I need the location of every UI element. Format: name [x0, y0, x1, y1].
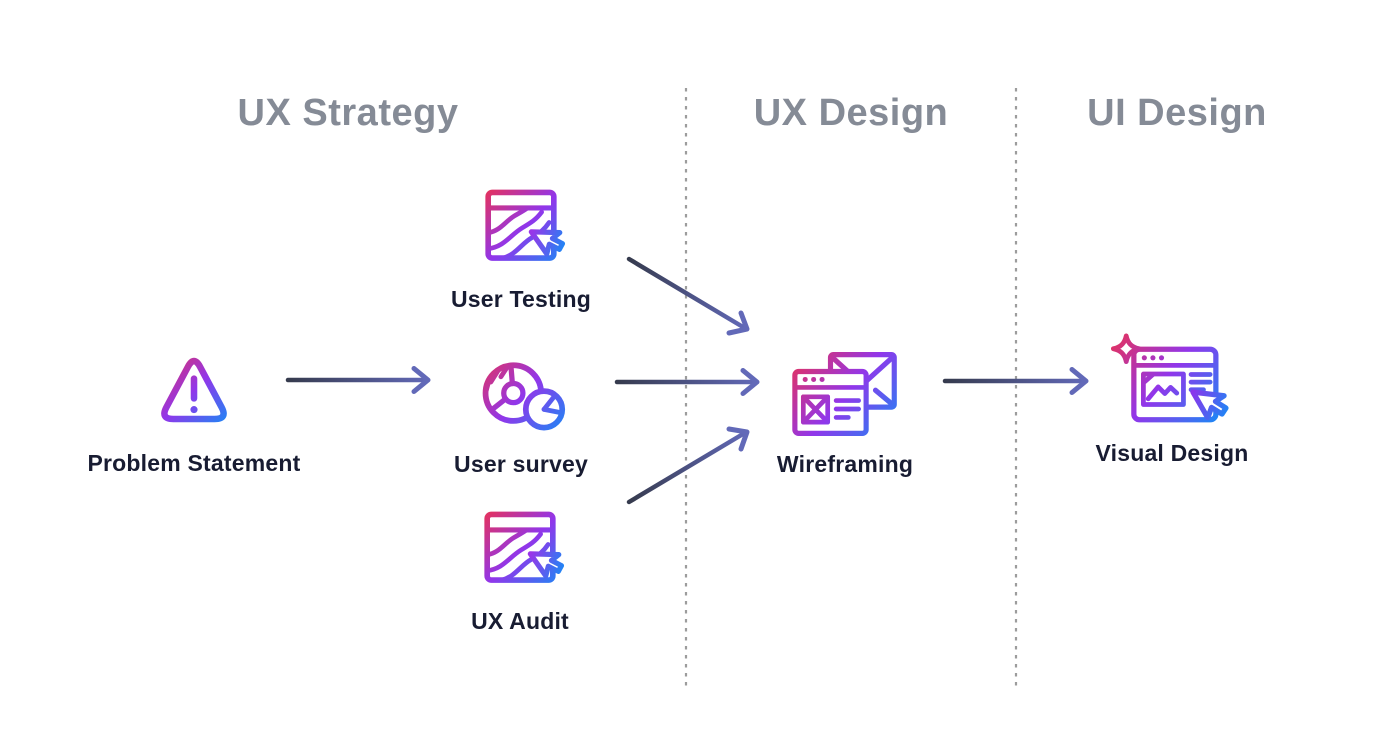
alert-triangle-icon	[161, 357, 227, 423]
wireframe-windows-icon	[791, 352, 897, 436]
node-problem-statement: Problem Statement	[64, 344, 324, 477]
node-label: Visual Design	[1095, 440, 1249, 466]
node-visual-design: Visual Design	[1042, 333, 1302, 467]
node-label: User Testing	[450, 286, 591, 312]
node-label: Problem Statement	[87, 450, 301, 476]
section-header-ux-strategy: UX Strategy	[237, 92, 459, 134]
browser-sparkle-cursor-icon	[1110, 333, 1229, 423]
heatmap-window-cursor-icon	[485, 189, 566, 261]
node-ux-audit: UX Audit	[390, 506, 650, 635]
arrow-audit-to-wireframing	[626, 426, 750, 505]
sparkle-icon	[1110, 333, 1142, 364]
arrow-wireframing-to-visual	[942, 367, 1089, 395]
arrow-survey-to-wireframing	[614, 368, 760, 396]
node-label: User survey	[454, 451, 588, 477]
arrow-testing-to-wireframing	[626, 256, 750, 336]
heatmap-window-cursor-icon	[484, 511, 565, 583]
node-user-testing: User Testing	[391, 184, 651, 313]
node-wireframing: Wireframing	[715, 349, 975, 478]
section-header-ui-design: UI Design	[1087, 92, 1267, 134]
section-header-ux-design: UX Design	[753, 92, 949, 134]
node-label: Wireframing	[776, 451, 914, 477]
pie-charts-icon	[482, 362, 566, 431]
arrow-problem-to-survey	[285, 366, 431, 394]
node-label: UX Audit	[471, 608, 569, 634]
node-user-survey: User survey	[391, 349, 651, 478]
